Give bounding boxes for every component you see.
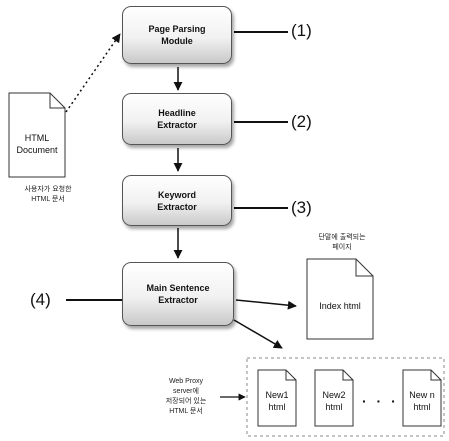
keyword-extractor-box: Keyword Extractor [122, 175, 232, 226]
main-sentence-extractor-label-line1: Main Sentence [146, 283, 210, 293]
new2-label-line1: New2 [322, 390, 346, 400]
callout-2: (2) [291, 112, 312, 131]
proxy-caption-line2: server에 [173, 388, 199, 395]
headline-extractor-label-line2: Extractor [157, 120, 197, 130]
html-document-label-line2: Document [16, 145, 58, 155]
new1-html-document-icon: New1 html [257, 369, 297, 427]
html-document-caption: 사용자가 요청한 HTML 문서 [8, 185, 88, 205]
html-document-caption-line2: HTML 문서 [31, 196, 65, 203]
new-n-label-line2: html [413, 402, 431, 412]
page-parsing-module-box: Page Parsing Module [122, 6, 232, 64]
html-document-label-line1: HTML [24, 133, 50, 143]
arrow-main-to-index [235, 299, 297, 310]
index-html-label: Index html [319, 301, 361, 311]
callout-1: (1) [291, 21, 312, 40]
keyword-extractor-label-line2: Extractor [157, 201, 197, 212]
html-document-icon: HTML Document [8, 92, 66, 178]
proxy-caption-line1: Web Proxy [168, 378, 204, 385]
index-caption-line2: 페이지 [332, 244, 352, 251]
main-sentence-extractor-box: Main Sentence Extractor [122, 262, 234, 326]
proxy-caption-line4: HTML 문서 [169, 408, 203, 415]
html-document-caption-line1: 사용자가 요청한 [24, 186, 72, 193]
index-caption: 단말에 출력되는 페이지 [300, 233, 384, 253]
new-n-html-document-icon: New n html [402, 369, 442, 427]
headline-extractor-box: Headline Extractor [122, 93, 232, 145]
proxy-caption: Web Proxy server에 저장되어 있는 HTML 문서 [154, 377, 218, 417]
new1-label-line2: html [268, 402, 286, 412]
index-caption-line1: 단말에 출력되는 [318, 234, 366, 241]
callout-4: (4) [30, 290, 51, 309]
page-parsing-module-label-line2: Module [161, 36, 193, 46]
callout-3: (3) [291, 198, 312, 217]
new2-html-document-icon: New2 html [314, 369, 354, 427]
headline-extractor-label-line1: Headline [158, 108, 196, 118]
arrow-main-to-proxy [233, 319, 283, 349]
arrow-document-to-parsing [65, 33, 121, 113]
new1-label-line1: New1 [265, 390, 289, 400]
main-sentence-extractor-label-line2: Extractor [158, 295, 198, 305]
keyword-extractor-label-line1: Keyword [157, 189, 196, 200]
new2-label-line2: html [325, 402, 343, 412]
ellipsis: · · · [362, 393, 399, 409]
page-parsing-module-label-line1: Page Parsing [148, 24, 206, 34]
proxy-caption-line3: 저장되어 있는 [165, 398, 207, 405]
index-html-document-icon: Index html [306, 258, 374, 340]
new-n-label-line1: New n [409, 390, 435, 400]
proxy-document-group [246, 357, 445, 437]
